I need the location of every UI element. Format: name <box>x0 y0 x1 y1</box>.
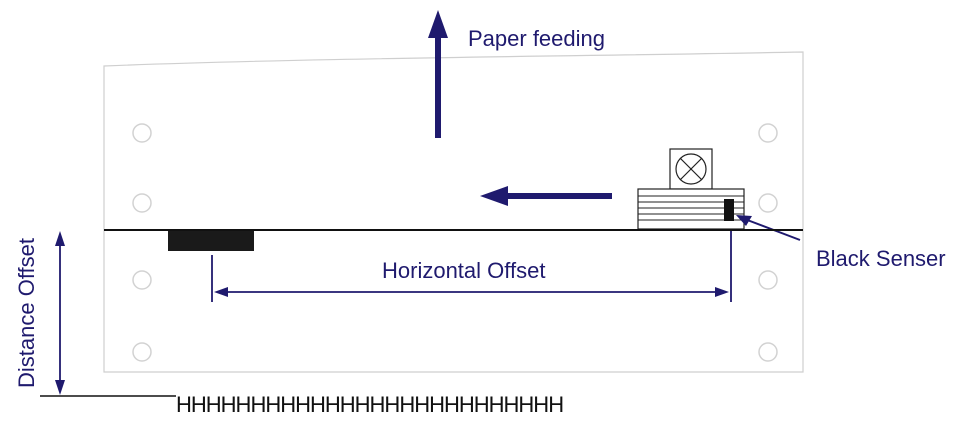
horizontal-offset-label: Horizontal Offset <box>382 258 546 283</box>
black-sensor-label: Black Senser <box>816 246 946 271</box>
paper-sheet <box>103 51 804 373</box>
sensor-head <box>637 148 745 230</box>
paper-feeding-label: Paper feeding <box>468 26 605 51</box>
print-sample-text: HHHHHHHHHHHHHHHHHHHHHHHHHH <box>176 392 564 417</box>
sensor-element <box>724 199 734 221</box>
carriage-direction-arrow <box>480 186 612 206</box>
black-sensor-pointer <box>736 215 801 241</box>
feed-holes-right <box>758 123 778 362</box>
distance-offset-dimension <box>40 231 176 397</box>
feed-holes-left <box>132 123 152 362</box>
horizontal-offset-dimension <box>211 231 732 302</box>
black-mark <box>168 231 254 251</box>
distance-offset-label: Distance Offset <box>14 238 39 388</box>
paper-feeding-arrow <box>428 10 448 138</box>
